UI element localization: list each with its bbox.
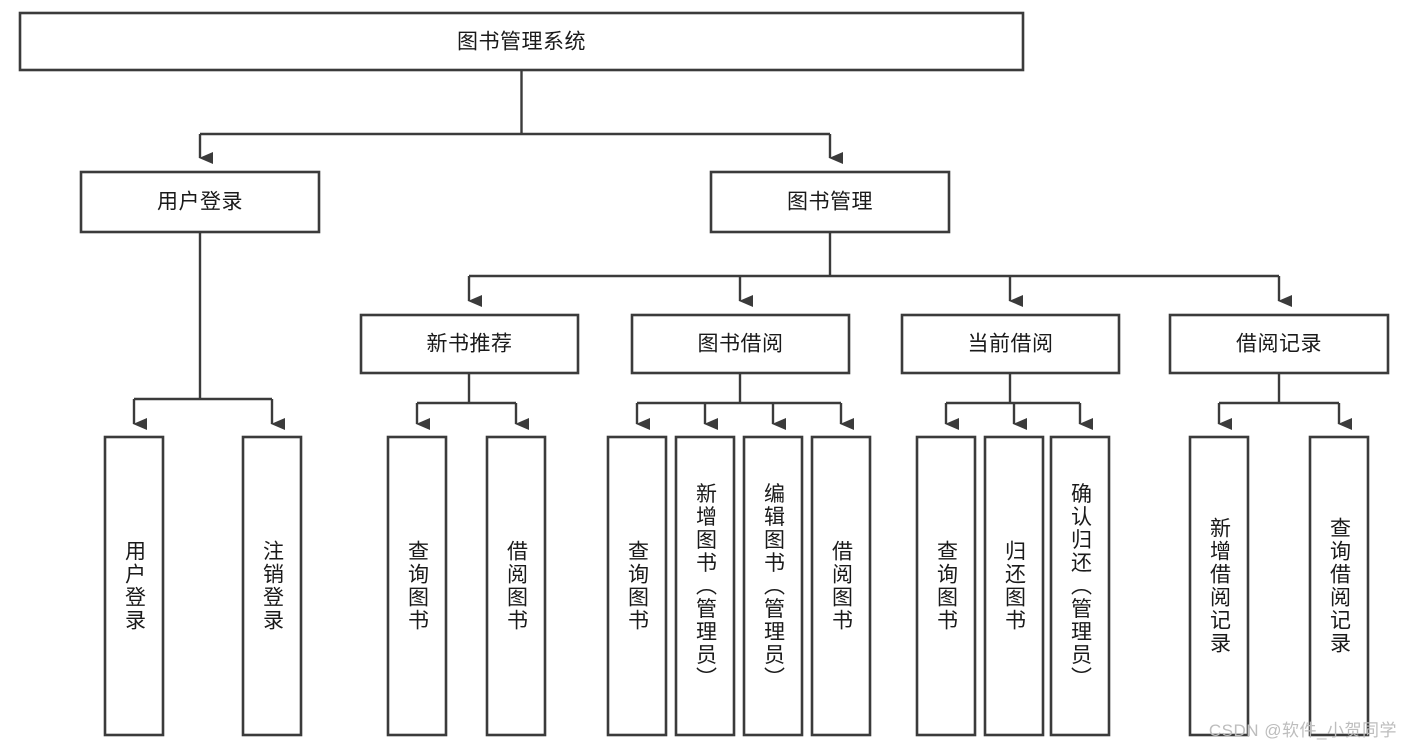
leaf-query-book-current-label: 查询图书: [935, 540, 959, 632]
leaf-borrow-book-box[interactable]: [810, 435, 872, 737]
leaf-user-login-label: 用户登录: [123, 540, 147, 632]
leaf-return-book[interactable]: 归还图书: [983, 435, 1045, 737]
leaf-query-book-current-box[interactable]: [915, 435, 977, 737]
node-book-management-label: 图书管理: [787, 191, 873, 214]
leaf-add-borrow-record[interactable]: 新增借阅记录: [1188, 435, 1250, 737]
node-new-book-recommend-box[interactable]: [359, 313, 580, 375]
node-borrow-record-box[interactable]: [1168, 313, 1390, 375]
leaf-edit-book-admin-box[interactable]: [742, 435, 804, 737]
leaf-borrow-book-newbook[interactable]: 借阅图书: [485, 435, 547, 737]
node-new-book-recommend-label: 新书推荐: [427, 333, 513, 356]
leaf-add-book-admin[interactable]: 新增图书（管理员）: [674, 435, 736, 737]
leaf-add-borrow-record-box[interactable]: [1188, 435, 1250, 737]
node-user-login-label: 用户登录: [157, 191, 243, 214]
node-book-management[interactable]: 图书管理: [709, 170, 951, 234]
node-book-borrow[interactable]: 图书借阅: [630, 313, 851, 375]
leaf-query-book-newbook[interactable]: 查询图书: [386, 435, 448, 737]
leaf-logout-box[interactable]: [241, 435, 303, 737]
leaf-confirm-return-admin-label: 确认归还（管理员）: [1069, 483, 1093, 690]
leaf-query-borrow-record-label: 查询借阅记录: [1328, 517, 1352, 655]
leaf-query-book-newbook-label: 查询图书: [406, 540, 430, 632]
leaf-logout[interactable]: 注销登录: [241, 435, 303, 737]
node-current-borrow-box[interactable]: [900, 313, 1121, 375]
node-borrow-record[interactable]: 借阅记录: [1168, 313, 1390, 375]
leaf-borrow-book-newbook-label: 借阅图书: [505, 540, 529, 632]
node-root-label: 图书管理系统: [457, 31, 586, 54]
node-user-login[interactable]: 用户登录: [79, 170, 321, 234]
leaf-return-book-label: 归还图书: [1003, 540, 1027, 632]
leaf-borrow-book[interactable]: 借阅图书: [810, 435, 872, 737]
leaf-edit-book-admin[interactable]: 编辑图书（管理员）: [742, 435, 804, 737]
node-book-borrow-label: 图书借阅: [698, 333, 784, 356]
node-book-borrow-box[interactable]: [630, 313, 851, 375]
leaf-query-book-newbook-box[interactable]: [386, 435, 448, 737]
leaf-query-borrow-record[interactable]: 查询借阅记录: [1308, 435, 1370, 737]
leaf-query-book-borrow[interactable]: 查询图书: [606, 435, 668, 737]
node-root-book-management-system[interactable]: 图书管理系统: [18, 11, 1025, 72]
leaf-query-borrow-record-box[interactable]: [1308, 435, 1370, 737]
leaf-confirm-return-admin-box[interactable]: [1049, 435, 1111, 737]
leaf-logout-label: 注销登录: [261, 540, 285, 632]
node-book-management-box[interactable]: [709, 170, 951, 234]
node-root-box[interactable]: [18, 11, 1025, 72]
leaf-edit-book-admin-label: 编辑图书（管理员）: [762, 483, 786, 690]
leaf-add-borrow-record-label: 新增借阅记录: [1208, 517, 1232, 655]
leaf-query-book-borrow-label: 查询图书: [626, 540, 650, 632]
leaf-add-book-admin-box[interactable]: [674, 435, 736, 737]
leaf-confirm-return-admin[interactable]: 确认归还（管理员）: [1049, 435, 1111, 737]
leaf-return-book-box[interactable]: [983, 435, 1045, 737]
node-current-borrow[interactable]: 当前借阅: [900, 313, 1121, 375]
leaf-borrow-book-newbook-box[interactable]: [485, 435, 547, 737]
node-user-login-box[interactable]: [79, 170, 321, 234]
node-borrow-record-label: 借阅记录: [1236, 333, 1322, 356]
node-current-borrow-label: 当前借阅: [968, 333, 1054, 356]
connector-layer: [132, 70, 1352, 430]
leaf-user-login[interactable]: 用户登录: [103, 435, 165, 737]
leaf-user-login-box[interactable]: [103, 435, 165, 737]
leaf-query-book-current[interactable]: 查询图书: [915, 435, 977, 737]
node-new-book-recommend[interactable]: 新书推荐: [359, 313, 580, 375]
leaf-add-book-admin-label: 新增图书（管理员）: [694, 483, 718, 690]
leaf-borrow-book-label: 借阅图书: [830, 540, 854, 632]
leaf-query-book-borrow-box[interactable]: [606, 435, 668, 737]
